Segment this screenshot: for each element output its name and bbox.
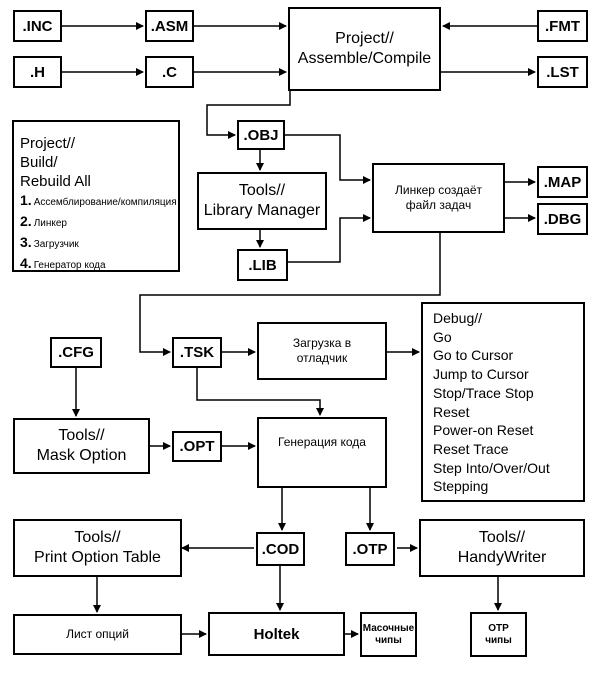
- build-step-3: 3.Загрузчик: [20, 234, 79, 250]
- build-title-line1: Project//: [20, 135, 76, 152]
- arrow-tsk-codegen: [196, 368, 324, 416]
- fmt-label: .FMT: [545, 17, 580, 35]
- library-manager-line2: Library Manager: [203, 202, 321, 219]
- otp-file-box: .OTP: [345, 532, 395, 566]
- arrow-lib-linker: [288, 214, 371, 263]
- map-label: .MAP: [543, 173, 582, 191]
- dbg-label: .DBG: [543, 210, 582, 228]
- code-gen-box: Генерация кода: [257, 417, 387, 488]
- h-file-box: .H: [13, 56, 62, 88]
- inc-label: .INC: [22, 17, 53, 35]
- cod-file-box: .COD: [256, 532, 305, 566]
- handywriter-box: Tools// HandyWriter: [419, 519, 585, 577]
- lib-label: .LIB: [248, 256, 277, 274]
- project-compile-line2: Assemble/Compile: [297, 50, 432, 67]
- debug-item: Stepping: [433, 478, 489, 495]
- arrow-linker-tsk: [139, 233, 441, 356]
- mask-chips-line2: чипы: [375, 634, 402, 646]
- build-title-line2: Build/: [20, 154, 58, 171]
- otp-chips-line2: чипы: [485, 634, 512, 646]
- mask-chips-box: Масочные чипы: [360, 612, 417, 657]
- debug-item: Jump to Cursor: [433, 366, 529, 383]
- build-step-2: 2.Линкер: [20, 213, 67, 229]
- debug-item: Debug//: [433, 310, 483, 326]
- loader-line2: отладчик: [296, 351, 348, 365]
- handywriter-line2: HandyWriter: [457, 549, 547, 566]
- library-manager-box: Tools// Library Manager: [197, 172, 327, 230]
- dbg-file-box: .DBG: [537, 203, 588, 235]
- tsk-file-box: .TSK: [172, 337, 222, 368]
- cfg-file-box: .CFG: [50, 337, 102, 368]
- debug-item: Power-on Reset: [433, 422, 534, 439]
- debug-item: Go: [433, 328, 452, 345]
- print-option-line2: Print Option Table: [34, 549, 161, 566]
- lib-file-box: .LIB: [237, 249, 288, 281]
- obj-label: .OBJ: [243, 126, 279, 144]
- library-manager-line1: Tools//: [238, 182, 286, 199]
- mask-option-box: Tools// Mask Option: [13, 418, 150, 474]
- tsk-label: .TSK: [179, 344, 215, 361]
- debug-item: Reset Trace: [433, 440, 509, 457]
- lst-label: .LST: [546, 63, 579, 81]
- loader-box: Загрузка в отладчик: [257, 322, 387, 380]
- otp-chips-line1: OTP: [488, 622, 509, 634]
- otp-label: .OTP: [352, 540, 388, 558]
- otp-chips-box: OTP чипы: [470, 612, 527, 657]
- inc-file-box: .INC: [13, 10, 62, 42]
- build-steps-panel: Project// Build/ Rebuild All 1.Ассемблир…: [12, 120, 180, 272]
- h-label: .H: [30, 63, 45, 81]
- build-title-line3: Rebuild All: [20, 173, 91, 190]
- code-gen-label: Генерация кода: [278, 435, 366, 449]
- handywriter-line1: Tools//: [478, 529, 526, 546]
- map-file-box: .MAP: [537, 166, 588, 198]
- project-compile-line1: Project//: [335, 30, 394, 47]
- option-list-label: Лист опций: [66, 627, 129, 641]
- asm-file-box: .ASM: [145, 10, 194, 42]
- arrow-project-obj: [206, 90, 291, 139]
- arrow-obj-linker: [285, 134, 371, 184]
- cod-label: .COD: [261, 540, 300, 558]
- debug-commands-panel: Debug// Go Go to Cursor Jump to Cursor S…: [421, 302, 585, 502]
- linker-box: Линкер создаёт файл задач: [372, 163, 505, 233]
- debug-item: Reset: [433, 403, 470, 420]
- debug-item: Stop/Trace Stop: [433, 384, 534, 401]
- mask-chips-line1: Масочные: [362, 622, 415, 634]
- option-list-box: Лист опций: [13, 614, 182, 655]
- linker-line1: Линкер создаёт: [394, 183, 483, 197]
- asm-label: .ASM: [150, 17, 189, 35]
- holtek-box: Holtek: [208, 612, 345, 656]
- opt-file-box: .OPT: [172, 431, 222, 462]
- mask-option-line2: Mask Option: [36, 447, 127, 464]
- obj-file-box: .OBJ: [237, 120, 285, 150]
- mask-option-line1: Tools//: [58, 427, 105, 444]
- fmt-file-box: .FMT: [537, 10, 588, 42]
- lst-file-box: .LST: [537, 56, 588, 88]
- opt-label: .OPT: [179, 438, 215, 455]
- print-option-line1: Tools//: [74, 529, 121, 546]
- c-file-box: .C: [145, 56, 194, 88]
- project-compile-box: Project// Assemble/Compile: [288, 7, 441, 91]
- linker-line2: файл задач: [405, 198, 472, 212]
- c-label: .C: [162, 63, 177, 81]
- holtek-label: Holtek: [253, 625, 300, 643]
- print-option-table-box: Tools// Print Option Table: [13, 519, 182, 577]
- loader-line1: Загрузка в: [292, 336, 352, 350]
- build-step-4: 4.Генератор кода: [20, 255, 106, 271]
- cfg-label: .CFG: [58, 344, 94, 361]
- build-step-1: 1.Ассемблирование/компиляция: [20, 192, 177, 208]
- debug-item: Step Into/Over/Out: [433, 459, 550, 476]
- debug-item: Go to Cursor: [433, 347, 514, 364]
